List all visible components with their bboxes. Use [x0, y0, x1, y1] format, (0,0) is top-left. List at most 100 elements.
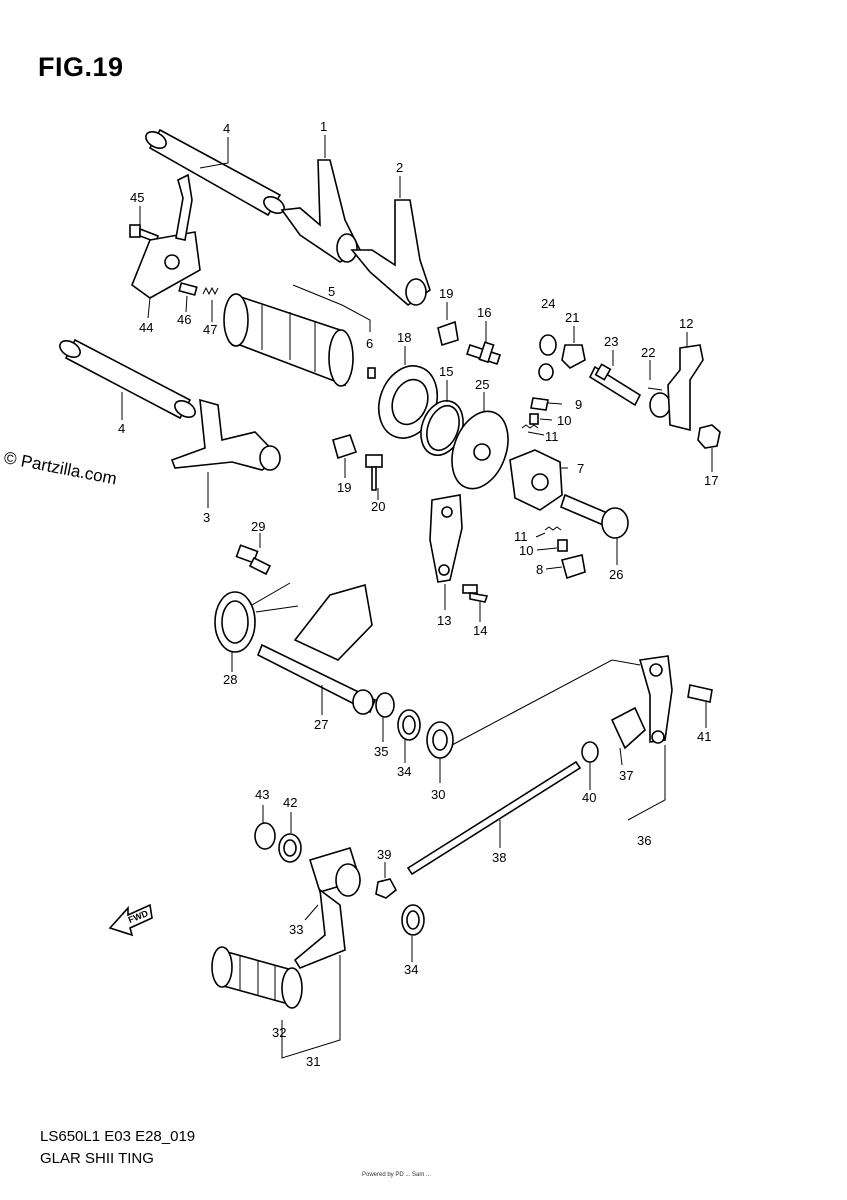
part-16-pin[interactable] — [465, 341, 502, 366]
callout-43: 43 — [255, 787, 269, 802]
part-4-fork-shaft-lower[interactable] — [57, 337, 198, 420]
callout-2: 2 — [396, 160, 403, 175]
part-41-bolt[interactable] — [687, 684, 713, 703]
callout-41: 41 — [697, 729, 711, 744]
callout-23: 23 — [604, 334, 618, 349]
part-36-gearshift-lever[interactable] — [638, 655, 673, 744]
part-27-gearshift-shaft[interactable] — [256, 583, 377, 715]
callout-5: 5 — [328, 284, 335, 299]
part-8-pawl-lower[interactable] — [561, 554, 586, 580]
part-13-guide-plate[interactable] — [429, 494, 463, 583]
callout-30: 30 — [431, 787, 445, 802]
part-43-circlip[interactable] — [254, 822, 276, 850]
part-39-nut[interactable] — [375, 878, 398, 899]
part-3-shift-fork[interactable] — [170, 398, 282, 471]
part-11-spring[interactable] — [521, 424, 539, 429]
part-26-guide-bolt[interactable] — [560, 493, 629, 539]
part-22-spring[interactable] — [647, 387, 671, 418]
callout-11-upper: 11 — [545, 429, 559, 444]
part-28-return-spring[interactable] — [214, 582, 299, 653]
part-19-washer-upper[interactable] — [437, 320, 459, 347]
part-38-link-rod[interactable] — [406, 760, 582, 876]
part-12-stopper[interactable] — [667, 344, 704, 432]
callout-4-upper: 4 — [223, 121, 230, 136]
callout-9: 9 — [575, 397, 582, 412]
callout-39: 39 — [377, 847, 391, 862]
part-44-stopper-plate[interactable] — [131, 173, 201, 299]
callout-8: 8 — [536, 562, 543, 577]
part-30-oil-seal[interactable] — [426, 721, 454, 759]
callout-17: 17 — [704, 473, 718, 488]
callout-37: 37 — [619, 768, 633, 783]
leader-lines — [121, 135, 713, 1059]
part-25-cam-plate[interactable] — [442, 404, 518, 497]
callout-11-lower: 11 — [514, 529, 528, 544]
part-31-gearshift-pedal[interactable] — [293, 847, 362, 969]
callout-45: 45 — [130, 190, 144, 205]
part-46-pin[interactable] — [178, 282, 198, 296]
callout-4-lower: 4 — [118, 421, 125, 436]
part-42-washer[interactable] — [278, 833, 302, 863]
part-10-pin[interactable] — [529, 413, 539, 425]
part-5-gearshift-cam[interactable] — [223, 293, 354, 387]
callout-10-upper: 10 — [557, 413, 571, 428]
callout-29: 29 — [251, 519, 265, 534]
callout-7: 7 — [577, 461, 584, 476]
diagram-name: GLAR SHII TING — [40, 1150, 154, 1167]
part-34-washer-upper[interactable] — [397, 709, 421, 741]
callout-33: 33 — [289, 922, 303, 937]
callout-24: 24 — [541, 296, 555, 311]
callout-38: 38 — [492, 850, 506, 865]
callout-19-upper: 19 — [439, 286, 453, 301]
part-24-washer[interactable] — [538, 334, 557, 381]
callout-46: 46 — [177, 312, 191, 327]
callout-40: 40 — [582, 790, 596, 805]
diagram-code: LS650L1 E03 E28_019 — [40, 1128, 196, 1145]
callout-14: 14 — [473, 623, 487, 638]
part-11-spring-lower[interactable] — [544, 526, 562, 531]
fwd-arrow-icon: FWD — [108, 903, 153, 937]
callout-31: 31 — [306, 1054, 320, 1069]
callout-28: 28 — [223, 672, 237, 687]
callout-22: 22 — [641, 345, 655, 360]
footer-small-print: Powered by PD ... Sam ... — [362, 1172, 432, 1178]
part-21-lever[interactable] — [561, 344, 586, 369]
part-35-washer[interactable] — [375, 692, 395, 718]
part-7-pawl-lifter[interactable] — [509, 449, 563, 511]
callout-15: 15 — [439, 364, 453, 379]
callout-6: 6 — [366, 336, 373, 351]
part-40-nut[interactable] — [581, 741, 599, 763]
part-34-washer-lower[interactable] — [401, 904, 425, 936]
callout-35: 35 — [374, 744, 388, 759]
callout-16: 16 — [477, 305, 491, 320]
callout-25: 25 — [475, 377, 489, 392]
part-19-washer-lower[interactable] — [332, 434, 358, 460]
part-6-pin[interactable] — [367, 367, 376, 379]
figure-title: FIG.19 — [38, 52, 124, 82]
callout-10-lower: 10 — [519, 543, 533, 558]
callout-1: 1 — [320, 119, 327, 134]
part-2-shift-fork[interactable] — [350, 199, 431, 307]
part-17-nut[interactable] — [697, 424, 721, 449]
part-23-shaft[interactable] — [588, 363, 642, 407]
part-4-fork-shaft-upper[interactable] — [143, 128, 287, 217]
part-29-bolt[interactable] — [235, 544, 272, 576]
callout-42: 42 — [283, 795, 297, 810]
callout-labels: 1 2 4 45 5 6 44 46 47 19 16 24 21 23 22 … — [118, 119, 718, 1069]
part-20-screw[interactable] — [365, 454, 383, 491]
part-37-link-joint[interactable] — [610, 706, 646, 750]
part-47-spring[interactable] — [202, 286, 219, 296]
callout-34-upper: 34 — [397, 764, 411, 779]
callout-19-lower: 19 — [337, 480, 351, 495]
part-1-shift-fork[interactable] — [280, 159, 362, 263]
part-10-pin-lower[interactable] — [557, 539, 568, 552]
callout-26: 26 — [609, 567, 623, 582]
callout-3: 3 — [203, 510, 210, 525]
part-32-pedal-rubber[interactable] — [211, 946, 303, 1009]
part-9-pawl[interactable] — [530, 397, 549, 411]
part-14-screw[interactable] — [462, 584, 489, 603]
callout-21: 21 — [565, 310, 579, 325]
callout-47: 47 — [203, 322, 217, 337]
callout-18: 18 — [397, 330, 411, 345]
